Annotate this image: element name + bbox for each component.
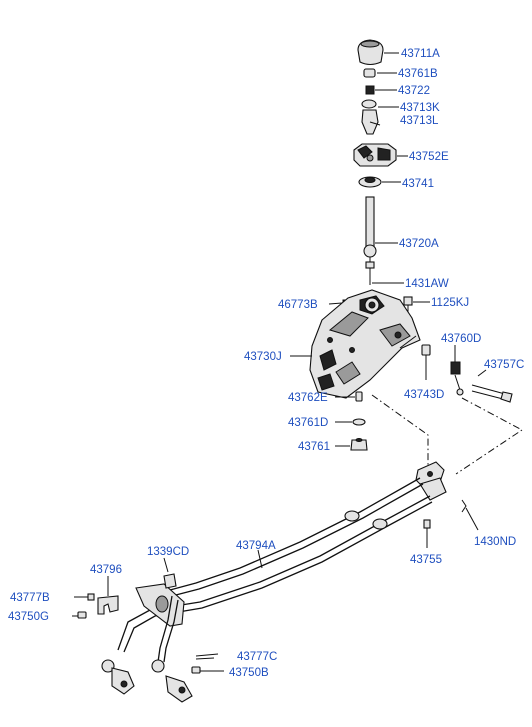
cable-upper [169, 477, 424, 597]
bolt-43755 [423, 519, 431, 548]
lever-seat [358, 176, 382, 188]
clip-43796 [97, 595, 119, 615]
part-label: 43755 [410, 554, 442, 566]
part-label: 43713K [400, 102, 440, 114]
part-label: 1430ND [474, 536, 516, 548]
part-label: 1125KJ [431, 297, 469, 309]
part-label: 43750G [8, 611, 49, 623]
part-label: 43777C [237, 651, 277, 663]
cable-end-lower-right [151, 659, 193, 703]
cable-end-bracket [415, 461, 447, 501]
part-label: 43711A [401, 48, 440, 60]
spring [365, 85, 375, 95]
part-label: 43761D [288, 417, 328, 429]
cable-third [157, 595, 179, 663]
shift-knob [357, 39, 384, 66]
pin-43777c [195, 653, 219, 660]
part-label: 43794A [236, 540, 276, 552]
washer-43750g [77, 611, 87, 619]
part-label: 43722 [398, 85, 430, 97]
part-label: 1431AW [405, 278, 449, 290]
cable-grommet [135, 583, 185, 627]
clip-1339cd [163, 573, 177, 589]
lever-43760d [450, 361, 464, 396]
pin-43777b [74, 593, 95, 601]
part-label: 43757C [484, 359, 524, 371]
shift-lever-rod [363, 196, 377, 285]
part-label: 46773B [278, 299, 318, 311]
part-label: 43750B [229, 667, 269, 679]
part-label: 43730J [244, 351, 282, 363]
bushing-43743d [421, 344, 431, 380]
cable-end-lower-left [101, 659, 135, 695]
part-label: 43720A [399, 238, 439, 250]
shift-lever-base [309, 289, 421, 399]
part-label: 43760D [441, 333, 481, 345]
nut-43761 [350, 438, 368, 451]
pin-1430nd [461, 499, 467, 513]
pin-43762e [355, 391, 363, 402]
part-label: 43761B [398, 68, 438, 80]
cable-lower [117, 495, 433, 653]
part-label: 43713L [400, 115, 439, 127]
shift-lever-housing [353, 143, 397, 167]
bolt-43757c [471, 384, 513, 403]
part-label: 43761 [298, 441, 330, 453]
part-label: 43741 [402, 178, 434, 190]
part-label: 43762E [288, 392, 328, 404]
washer-43750b [191, 666, 201, 674]
boot-retainer [361, 99, 381, 135]
part-label: 43796 [90, 564, 122, 576]
knob-bushing [363, 68, 376, 78]
washer-43761d [352, 418, 366, 426]
part-label: 1339CD [147, 546, 189, 558]
part-label: 43752E [409, 151, 449, 163]
part-label: 43777B [10, 592, 50, 604]
part-label: 43743D [404, 389, 444, 401]
